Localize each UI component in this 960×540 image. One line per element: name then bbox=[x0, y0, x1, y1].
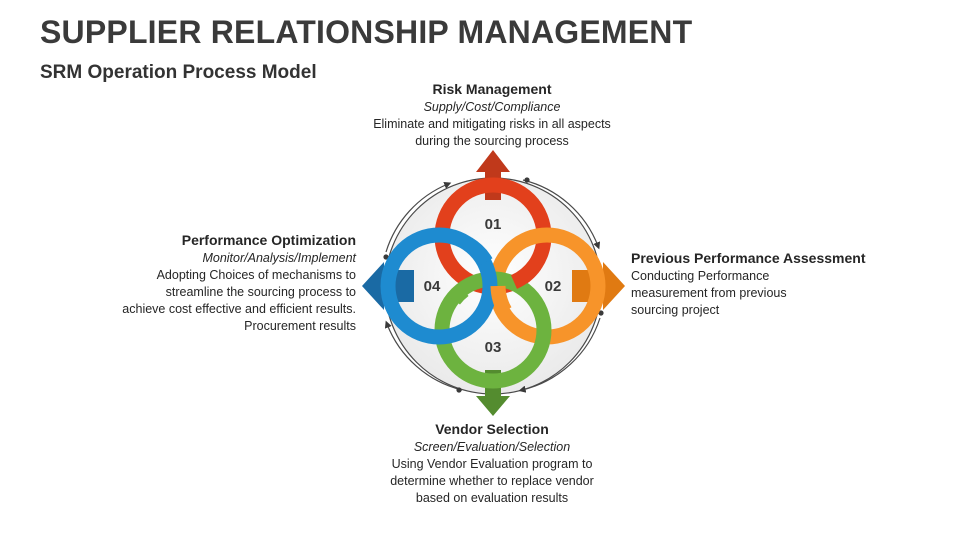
stage-heading: Vendor Selection bbox=[435, 421, 549, 437]
arrow-up-red bbox=[476, 150, 510, 200]
ring-04 bbox=[380, 227, 498, 345]
stage-subheading: Supply/Cost/Compliance bbox=[423, 100, 561, 114]
stage-risk-management: Risk Management Supply/Cost/Compliance E… bbox=[370, 80, 614, 150]
cycle-dots bbox=[383, 177, 604, 393]
cycle-arrows bbox=[384, 179, 601, 393]
cycle-arrow-top-left bbox=[385, 182, 452, 253]
page-subtitle: SRM Operation Process Model bbox=[40, 62, 317, 83]
cycle-arrow-top-right bbox=[522, 179, 601, 250]
cycle-dot bbox=[524, 177, 530, 183]
stage-description: Adopting Choices of mechanisms to stream… bbox=[122, 268, 356, 333]
stage-description: Eliminate and mitigating risks in all as… bbox=[373, 117, 611, 148]
stage-subheading: Monitor/Analysis/Implement bbox=[202, 251, 356, 265]
stage-subheading: Screen/Evaluation/Selection bbox=[413, 440, 571, 454]
stage-description: Using Vendor Evaluation program to deter… bbox=[390, 457, 594, 505]
ring-02-overlap bbox=[490, 285, 512, 315]
ring-03-overlap bbox=[448, 284, 469, 305]
stage-heading: Performance Optimization bbox=[181, 232, 356, 248]
ring-number-02: 02 bbox=[545, 278, 562, 295]
cycle-dot bbox=[456, 387, 462, 393]
cycle-arrow-bottom-left bbox=[384, 320, 463, 391]
stage-performance-optimization: Performance Optimization Monitor/Analysi… bbox=[120, 231, 356, 335]
stage-previous-performance-assessment: Previous Performance Assessment Conducti… bbox=[631, 249, 891, 319]
cycle-dot bbox=[383, 254, 389, 260]
ring-number-03: 03 bbox=[485, 339, 502, 356]
ring-01-overlap bbox=[510, 260, 542, 289]
stage-description: Conducting Performance measurement from … bbox=[631, 269, 787, 317]
cycle-dot bbox=[598, 310, 604, 316]
ring-interlocks bbox=[448, 237, 542, 315]
cycle-arrow-bottom-right bbox=[518, 317, 601, 393]
stage-heading: Risk Management bbox=[432, 81, 552, 97]
arrow-down-green bbox=[476, 370, 510, 416]
page-title: SUPPLIER RELATIONSHIP MANAGEMENT bbox=[40, 14, 693, 50]
stage-vendor-selection: Vendor Selection Screen/Evaluation/Selec… bbox=[372, 420, 612, 507]
stage-heading: Previous Performance Assessment bbox=[631, 250, 866, 266]
ring-number-04: 04 bbox=[424, 278, 441, 295]
ring-04-overlap bbox=[463, 237, 493, 267]
ring-number-01: 01 bbox=[485, 216, 502, 233]
